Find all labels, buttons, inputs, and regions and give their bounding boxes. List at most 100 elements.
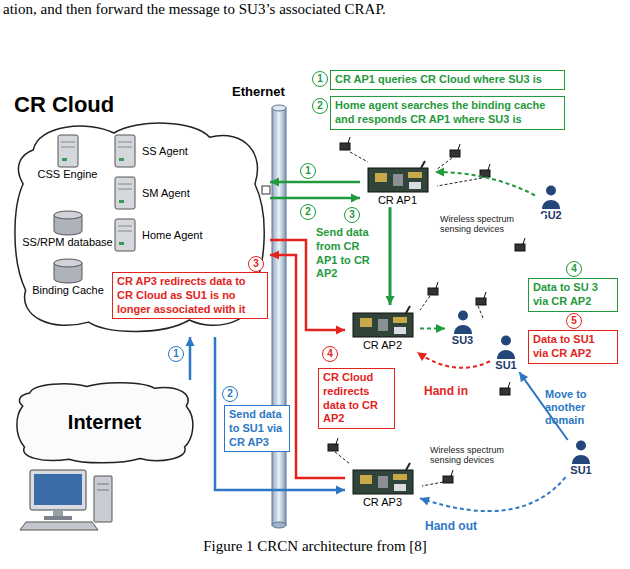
board — [368, 168, 428, 192]
chip — [393, 174, 403, 186]
server-slot — [118, 147, 132, 148]
connector — [417, 352, 490, 368]
access-point: CR AP2 — [345, 305, 420, 352]
user-head — [458, 311, 468, 321]
chip — [378, 476, 388, 488]
user-head — [576, 441, 586, 451]
cloud-port — [262, 186, 270, 194]
connector — [420, 324, 445, 333]
database-top — [54, 259, 82, 267]
port — [394, 484, 406, 491]
ap-board-icon — [352, 305, 414, 339]
node-label: Send data from CR AP1 to CR AP2 — [316, 226, 378, 281]
user-body — [497, 350, 515, 359]
board — [353, 313, 413, 337]
cloud-shape — [17, 383, 193, 463]
connector — [270, 194, 360, 203]
sensing-devices — [328, 137, 525, 483]
step-box: Send data from CR AP1 to CR AP2 — [314, 225, 380, 282]
server-body — [58, 135, 78, 167]
callout-number: 2 — [222, 386, 238, 402]
port — [409, 182, 421, 189]
handover-label: Hand in — [424, 384, 468, 398]
antenna — [406, 463, 410, 470]
connector — [420, 477, 566, 511]
access-point: CR AP3 — [345, 462, 420, 509]
connector-line — [270, 181, 360, 184]
chip — [393, 474, 407, 480]
callout-number: 1 — [168, 346, 184, 362]
arrow-head — [436, 324, 445, 333]
node-label: Home Agent — [142, 229, 203, 241]
callout-number: 4 — [566, 261, 582, 277]
server-body — [115, 219, 135, 251]
user-body — [572, 455, 590, 464]
node-label: SU3 — [445, 334, 480, 347]
server-slot — [118, 184, 132, 185]
arrow-head — [417, 352, 427, 361]
user-head — [501, 336, 511, 346]
chip — [393, 317, 407, 323]
callout-number: 3 — [344, 207, 360, 223]
device-label: Wireless spectrum sensing devices — [430, 445, 535, 466]
secondary-user: SU3 — [445, 310, 480, 347]
step-box: CR AP3 redirects data to CR Cloud as SU1… — [112, 272, 268, 319]
node-label: SM Agent — [142, 187, 190, 199]
server-box: CSS Engine — [30, 134, 105, 181]
server-box: Home Agent — [112, 218, 232, 252]
callout-number: 1 — [312, 71, 328, 87]
callout-number: 1 — [300, 163, 316, 179]
server-led — [119, 158, 124, 161]
node-label: SS Agent — [142, 145, 188, 157]
antenna — [406, 306, 410, 313]
user-body — [542, 200, 560, 209]
step-box: Home agent searches the binding cache an… — [330, 96, 565, 130]
chip — [375, 173, 387, 182]
database-icon — [52, 258, 84, 284]
server-body — [115, 177, 135, 209]
step-box: Data to SU 3 via CR AP2 — [528, 278, 618, 312]
server-led — [119, 242, 124, 245]
server-slot — [118, 226, 132, 227]
arrow-head — [336, 486, 345, 495]
user-body — [454, 325, 472, 334]
server-slot — [61, 147, 75, 148]
arrow-head — [270, 178, 279, 187]
arrow-head — [336, 326, 345, 335]
user-head — [546, 186, 556, 196]
server-icon — [112, 176, 138, 210]
node-label: CR Cloud — [8, 92, 114, 118]
connector-line — [270, 197, 360, 200]
server-led — [119, 200, 124, 203]
connector-line — [417, 352, 490, 368]
database-box: Binding Cache — [28, 258, 108, 297]
connector-line — [389, 207, 392, 305]
arrow-head — [386, 296, 395, 305]
node-label: CR AP2 — [345, 339, 420, 352]
computer-icon — [20, 470, 112, 530]
node-label: Home agent searches the binding cache an… — [335, 99, 560, 127]
callout-number: 4 — [322, 346, 338, 362]
access-point: CR AP1 — [360, 160, 435, 207]
callout-number: 2 — [300, 204, 316, 220]
node-label: CR AP3 redirects data to CR Cloud as SU1… — [117, 275, 263, 316]
node-label: CR AP3 — [345, 496, 420, 509]
cloud-shape — [15, 123, 264, 331]
server-icon — [55, 134, 81, 168]
node-label: Data to SU1 via CR AP2 — [533, 333, 613, 361]
callout-number: 5 — [566, 313, 582, 329]
secondary-user: SU1 — [490, 335, 522, 372]
step-box: CR AP1 queries CR Cloud where SU3 is — [330, 70, 565, 90]
server-slot — [118, 189, 132, 190]
server-icon — [112, 218, 138, 252]
handover-label: Hand out — [425, 519, 477, 533]
database-top — [54, 211, 82, 219]
connector — [435, 168, 535, 196]
figure-caption: Figure 1 CRCN architecture from [8] — [0, 537, 630, 555]
board — [353, 470, 413, 494]
ap-board-icon — [367, 160, 429, 194]
node-label: Binding Cache — [28, 284, 108, 297]
arrow-head — [186, 337, 195, 346]
ethernet-pipe — [272, 105, 286, 528]
